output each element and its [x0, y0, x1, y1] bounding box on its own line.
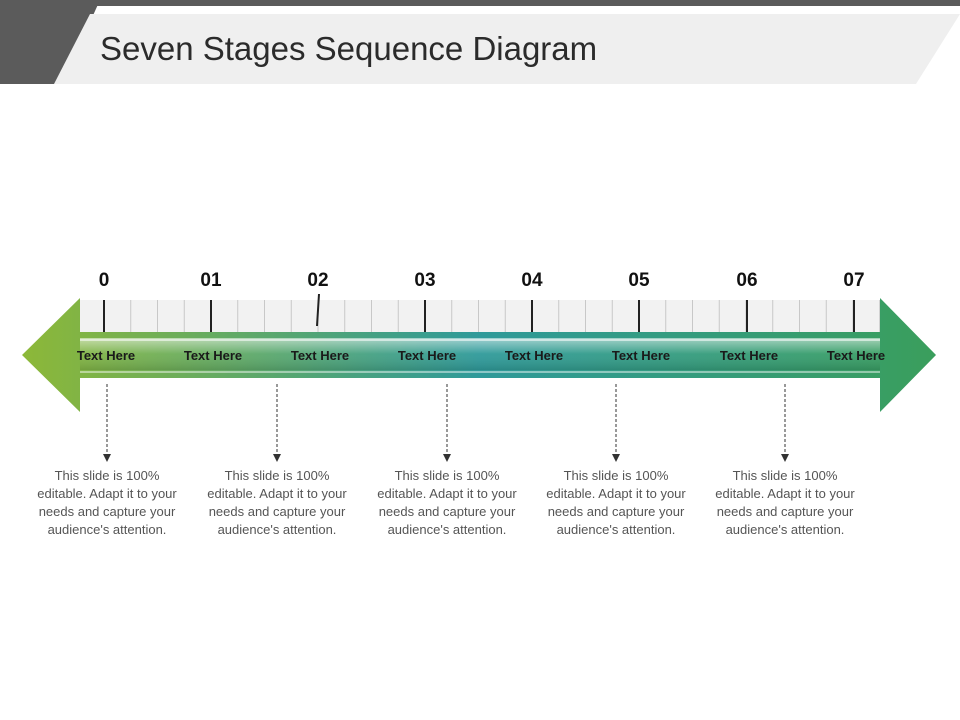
stage-label: Text Here: [827, 348, 885, 363]
tick-label: 05: [628, 270, 650, 291]
note-text: This slide is 100% editable. Adapt it to…: [715, 468, 855, 537]
title-band: [54, 14, 960, 84]
ruler-major-tick: [316, 293, 320, 327]
stage-label: Text Here: [720, 348, 778, 363]
tick-label: 01: [200, 270, 222, 291]
arrow-shine: [80, 338, 880, 370]
note-text: This slide is 100% editable. Adapt it to…: [37, 468, 177, 537]
tick-label: 03: [414, 270, 435, 291]
stage-label: Text Here: [77, 348, 135, 363]
stage-label: Text Here: [505, 348, 563, 363]
note-connectors: [103, 384, 789, 462]
tick-label: 02: [307, 270, 328, 291]
ruler-major-ticks: [103, 293, 855, 332]
header-top-strip: [0, 0, 960, 6]
stage-labels: Text Here Text Here Text Here Text Here Text…: [77, 348, 885, 363]
note-text: This slide is 100% editable. Adapt it to…: [546, 468, 686, 537]
note-text: This slide is 100% editable. Adapt it to…: [377, 468, 517, 537]
page-title: Seven Stages Sequence Diagram: [100, 30, 598, 67]
ruler-band: [80, 300, 880, 332]
note-text: This slide is 100% editable. Adapt it to…: [207, 468, 347, 537]
stage-label: Text Here: [612, 348, 670, 363]
ruler-tick-labels: 0 01 02 03 04 05 06 07: [99, 270, 865, 291]
tick-label: 04: [521, 270, 543, 291]
stage-label: Text Here: [398, 348, 456, 363]
tick-label: 07: [843, 270, 864, 291]
tick-label: 0: [99, 270, 110, 291]
stage-label: Text Here: [291, 348, 349, 363]
stage-label: Text Here: [184, 348, 242, 363]
tick-label: 06: [736, 270, 757, 291]
